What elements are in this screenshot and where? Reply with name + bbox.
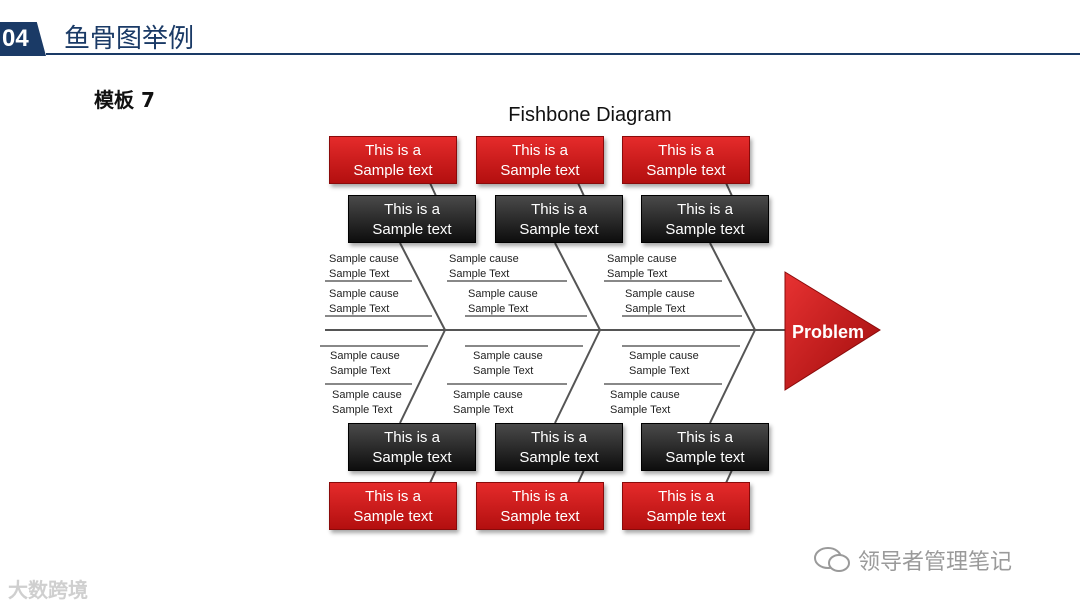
watermark-left: 大数跨境 (8, 578, 88, 602)
problem-head (784, 271, 881, 391)
bottom-subcategory-box-2: This is a Sample text (495, 423, 623, 471)
bottom-category-box-2: This is a Sample text (476, 482, 604, 530)
problem-label: Problem (792, 322, 864, 342)
bone-top-1 (399, 242, 446, 331)
bottom-category-box-1: This is a Sample text (329, 482, 457, 530)
wechat-icon (814, 547, 850, 572)
top-subcategory-box-1: This is a Sample text (348, 195, 476, 243)
bone-bottom-3 (709, 329, 756, 424)
top-category-box-3: This is a Sample text (622, 136, 750, 184)
watermark-right: 领导者管理笔记 (858, 550, 1013, 575)
top-subcategory-box-2: This is a Sample text (495, 195, 623, 243)
bone-top-3 (709, 242, 756, 331)
bone-bottom-1 (399, 329, 446, 424)
top-subcategory-box-3: This is a Sample text (641, 195, 769, 243)
section-number-badge: 04 (0, 22, 46, 56)
page-title: 鱼骨图举例 (64, 24, 195, 54)
template-label: 模板 7 (94, 88, 155, 112)
bottom-subcategory-box-1: This is a Sample text (348, 423, 476, 471)
bone-top-2 (554, 242, 601, 331)
bone-bottom-2 (554, 329, 601, 424)
bottom-subcategory-box-3: This is a Sample text (641, 423, 769, 471)
top-category-box-2: This is a Sample text (476, 136, 604, 184)
diagram-title: Fishbone Diagram (508, 104, 672, 126)
header-divider (46, 53, 1080, 55)
top-category-box-1: This is a Sample text (329, 136, 457, 184)
bottom-category-box-3: This is a Sample text (622, 482, 750, 530)
